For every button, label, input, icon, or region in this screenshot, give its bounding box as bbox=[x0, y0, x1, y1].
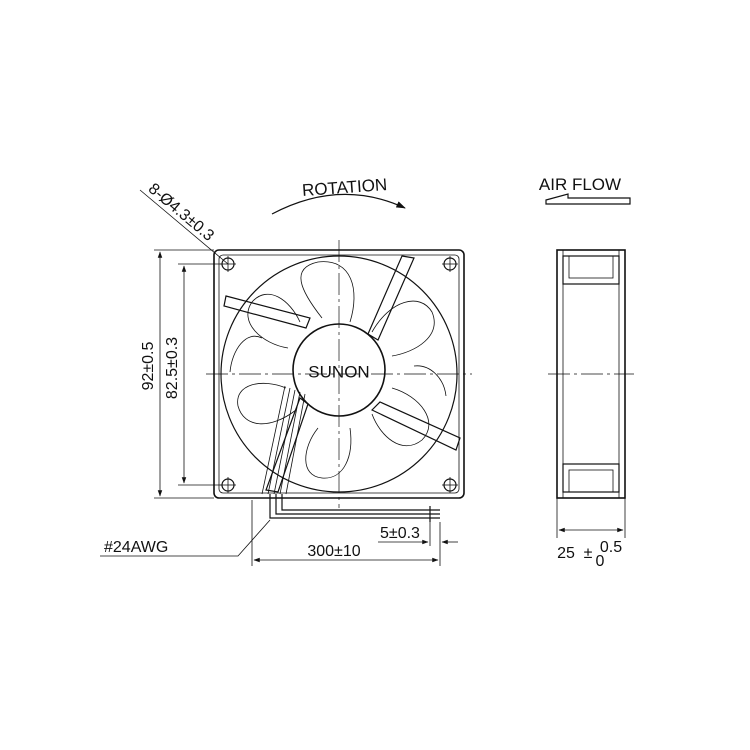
pitch-dim-label: 82.5±0.3 bbox=[164, 337, 181, 399]
thickness-dim-lower: 0 bbox=[596, 553, 605, 570]
support-struts bbox=[223, 255, 461, 493]
strip-dim-label: 5±0.3 bbox=[380, 525, 420, 542]
rotation-arrow bbox=[271, 193, 406, 215]
front-view: SUNON ROTATION 8-Ø4.3±0.3 92±0.5 82.5±0.… bbox=[100, 175, 472, 566]
brand-label: SUNON bbox=[308, 362, 369, 381]
rotation-label: ROTATION bbox=[301, 175, 387, 200]
fan-hub bbox=[292, 323, 386, 417]
mounting-hole bbox=[220, 477, 236, 493]
lead-wires bbox=[269, 494, 440, 522]
hole-spec-leader bbox=[139, 189, 229, 265]
thickness-dim-pm: ± bbox=[584, 545, 593, 562]
thickness-dim-upper: 0.5 bbox=[600, 539, 622, 556]
overall-dim-label: 92±0.5 bbox=[140, 341, 157, 390]
side-view: AIR FLOW 25 ± 0.5 0 bbox=[539, 175, 634, 570]
fan-blades bbox=[229, 261, 447, 479]
airflow-label: AIR FLOW bbox=[539, 175, 621, 194]
mounting-hole bbox=[442, 256, 458, 272]
thickness-dim-base: 25 bbox=[557, 545, 575, 562]
mounting-hole bbox=[442, 477, 458, 493]
wire-gauge-leader bbox=[100, 519, 271, 557]
airflow-arrow bbox=[545, 193, 631, 205]
hole-spec-label: 8-Ø4.3±0.3 bbox=[145, 180, 217, 244]
wire-gauge-label: #24AWG bbox=[104, 539, 168, 556]
lead-dim-label: 300±10 bbox=[307, 543, 360, 560]
wire-channel bbox=[261, 385, 306, 495]
